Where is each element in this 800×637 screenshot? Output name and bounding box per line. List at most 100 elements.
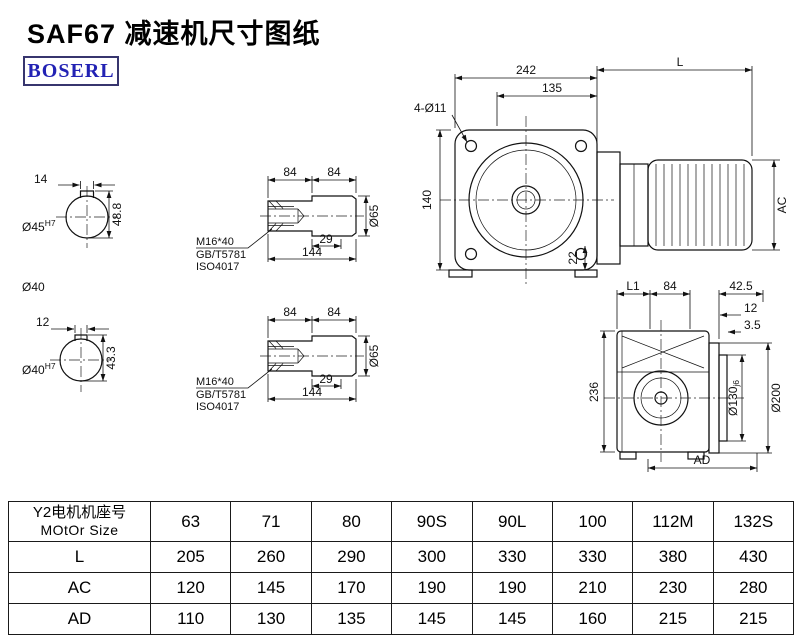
standard-gb-label: GB/T5781 (196, 389, 246, 401)
bore-section-bottom-drawing: 12 Ø40H7 43.3 (22, 315, 118, 392)
value-cell: 260 (230, 541, 312, 573)
value-cell: 230 (632, 572, 714, 604)
brand-logo-text: BOSERL (27, 59, 115, 82)
flange-spigot (718, 354, 728, 442)
dim-dia-label: Ø65 (367, 344, 381, 367)
motor-size-header-cell: Y2电机机座号 MOtOr Size (8, 501, 151, 542)
value-cell: 300 (391, 541, 473, 573)
size-cell: 112M (632, 501, 714, 542)
size-cell: 90L (471, 501, 553, 542)
shaft-outline (267, 195, 357, 237)
bolt-hole (574, 139, 588, 153)
page-title: SAF67 减速机尺寸图纸 (27, 19, 321, 49)
center-lines (604, 320, 744, 462)
table-header-row: Y2电机机座号 MOtOr Size 63 71 80 90S 90L 100 … (8, 501, 795, 542)
shaft-outline (267, 335, 357, 377)
size-cell: 90S (391, 501, 473, 542)
dim-130-label: Ø130j6 (726, 380, 741, 416)
front-view-drawing: 242 L 135 4-Ø11 140 22 AC (414, 55, 789, 284)
dim-242-label: 242 (516, 63, 536, 77)
hatch-lines (268, 340, 284, 372)
value-cell: 290 (310, 541, 393, 573)
bolt-hole (464, 139, 478, 153)
dimension-lines (74, 325, 107, 382)
value-cell: 190 (391, 572, 473, 604)
foot-pad (619, 451, 637, 460)
dim-84b-label: 84 (327, 305, 341, 319)
value-cell: 280 (712, 572, 795, 604)
dim-236-label: 236 (587, 382, 601, 402)
value-cell: 145 (471, 603, 553, 635)
foot-pad (448, 269, 473, 278)
value-cell: 215 (712, 603, 795, 635)
value-cell: 205 (149, 541, 232, 573)
side-view-drawing: L1 84 42.5 12 3.5 236 Ø130j6 Ø200 AD (587, 279, 783, 472)
standard-iso-label: ISO4017 (196, 261, 239, 273)
dim-35-label: 3.5 (744, 318, 761, 332)
dim-135-label: 135 (542, 81, 562, 95)
hollow-bore-label: Ø40 (22, 280, 45, 294)
row-label-AD: AD (8, 603, 151, 635)
keyway-outline (74, 334, 88, 341)
value-cell: 190 (471, 572, 553, 604)
standard-iso-label: ISO4017 (196, 401, 239, 413)
dim-84a-label: 84 (283, 305, 297, 319)
keyway-width-label: 12 (36, 315, 50, 329)
body-inner-lines (617, 331, 709, 452)
table-row-L: L 205 260 290 300 330 330 380 430 (8, 541, 795, 573)
leader-line (196, 368, 273, 389)
value-cell: 210 (551, 572, 634, 604)
value-cell: 145 (230, 572, 312, 604)
hatch-lines (268, 200, 284, 232)
value-cell: 120 (149, 572, 232, 604)
value-cell: 130 (230, 603, 312, 635)
size-cell: 80 (310, 501, 393, 542)
bore-diameter-label: Ø40H7 (22, 361, 56, 377)
bore-section-top-drawing: 14 Ø45H7 48.8 Ø40 (22, 172, 124, 294)
size-cell: 63 (149, 501, 232, 542)
dim-84b-label: 84 (327, 165, 341, 179)
dim-AD-label: AD (694, 453, 711, 467)
dim-12-label: 12 (744, 301, 758, 315)
dim-425-label: 42.5 (729, 279, 753, 293)
value-cell: 430 (712, 541, 795, 573)
size-cell: 132S (712, 501, 795, 542)
bore-diameter-label: Ø45H7 (22, 218, 56, 234)
center-lines (440, 116, 614, 284)
motor-fins (655, 164, 745, 246)
value-cell: 380 (632, 541, 714, 573)
gear-housing (596, 151, 621, 265)
output-shaft-top-drawing: 84 84 29 144 Ø65 M16*40 GB/T5781 ISO4017 (196, 165, 381, 273)
dim-144-label: 144 (302, 245, 322, 259)
dim-84-label: 84 (663, 279, 677, 293)
motor-body (647, 159, 753, 251)
holes-callout-label: 4-Ø11 (414, 101, 447, 115)
dimension-lines (80, 181, 113, 239)
extension-lines (436, 66, 780, 271)
standard-gb-label: GB/T5781 (196, 249, 246, 261)
size-cell: 71 (230, 501, 312, 542)
value-cell: 145 (391, 603, 473, 635)
bolt-hole (464, 247, 478, 261)
value-cell: 215 (632, 603, 714, 635)
motor-size-header-cn: Y2电机机座号 (32, 503, 127, 521)
size-cell: 100 (551, 501, 634, 542)
dim-AC-label: AC (775, 196, 789, 213)
body-outline (616, 330, 710, 453)
value-cell: 110 (149, 603, 232, 635)
foot-pad (687, 451, 705, 460)
foot-pad (574, 269, 598, 278)
value-cell: 170 (310, 572, 393, 604)
technical-drawing-canvas: 14 Ø45H7 48.8 Ø40 12 Ø40H7 43.3 84 84 29… (22, 55, 789, 472)
leader-line (196, 228, 273, 249)
keyway-width-label: 14 (34, 172, 48, 186)
table-row-AD: AD 110 130 135 145 145 160 215 215 (8, 603, 795, 635)
dim-dia-label: Ø65 (367, 204, 381, 227)
dim-140-label: 140 (420, 190, 434, 210)
bore-height-label: 48.8 (110, 202, 124, 226)
keyway-outline (79, 190, 95, 198)
motor-size-header-en: MOtOr Size (40, 522, 119, 539)
value-cell: 135 (310, 603, 393, 635)
output-shaft-bottom-drawing: 84 84 29 144 Ø65 M16*40 GB/T5781 ISO4017 (196, 305, 381, 413)
row-label-AC: AC (8, 572, 151, 604)
